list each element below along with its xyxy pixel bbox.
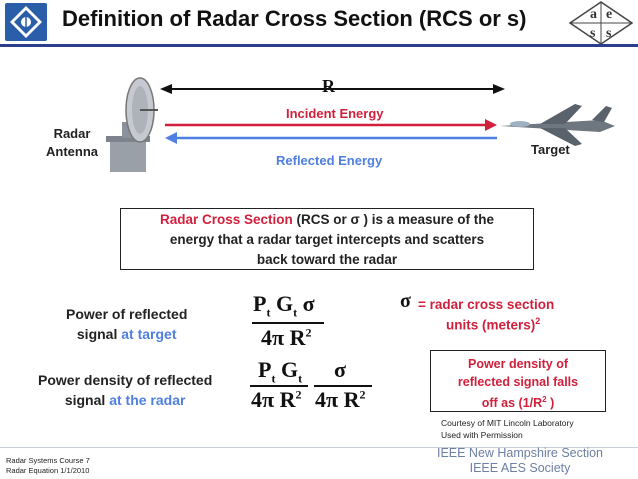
formula1-numerator: Pt Gt σ [253,291,315,320]
formula2-numerator-b: σ [334,357,346,382]
pd-line2: reflected signal falls [457,375,579,389]
f1-Pt-sub: t [266,305,271,320]
pd-line3-exp: 2 [542,395,547,404]
rcs-line1: Radar Cross Section (RCS or σ ) is a mea… [121,210,533,230]
f2-R-exp-a: 2 [295,387,302,402]
sigma-units-exp: 2 [535,316,541,326]
logo-letter-s2: s [606,26,612,41]
power-at-radar-highlight: at the radar [109,392,186,408]
footer-org-line2: IEEE AES Society [469,461,571,475]
sigma-def-line2: units (meters)2 [446,316,540,333]
rcs-line2: energy that a radar target intercepts an… [169,232,485,247]
f2-R-b: R [343,387,360,412]
sigma-units: units (meters) [446,317,536,333]
incident-energy-label: Incident Energy [286,106,384,121]
f1-P: P [253,291,267,316]
footer-rule [0,447,638,448]
formula2-fraction-line-a [250,385,308,387]
page-title: Definition of Radar Cross Section (RCS o… [62,6,527,31]
power-at-radar-line1: Power density of reflected [38,372,213,388]
rcs-definition-box: Radar Cross Section (RCS or σ ) is a mea… [120,208,534,270]
radar-label-line1: Radar [53,126,91,141]
f2-Pt-sub: t [271,371,276,386]
f1-sigma: σ [302,291,315,316]
courtesy-line1: Courtesy of MIT Lincoln Laboratory [441,418,574,428]
power-density-falloff-box: Power density of reflected signal falls … [430,350,606,412]
logo-letter-e: e [606,7,612,22]
f1-G: G [275,291,294,316]
footer-org-line1: IEEE New Hampshire Section [436,446,604,460]
target-aircraft-icon [500,104,615,146]
power-at-target-highlight: at target [121,326,177,342]
reflected-energy-label: Reflected Energy [276,153,383,168]
formula2-denominator-b: 4π R2 [315,387,365,413]
f2-R-exp-b: 2 [359,387,366,402]
ieee-logo [5,3,47,41]
reflected-energy-arrow [165,132,497,144]
radar-diagram [106,77,615,172]
f1-R-exp: 2 [305,325,312,340]
pd-line3-prefix: off as (1/R [481,396,543,411]
formula1-fraction-line [252,322,324,324]
sigma-symbol: σ [400,290,411,312]
power-at-radar-prefix: signal [64,392,110,408]
pd-line1: Power density of [467,357,569,371]
power-at-radar-line2: signal at the radar [38,390,212,410]
radar-antenna-icon [106,77,158,172]
power-at-radar-label: Power density of reflected signal at the… [38,370,212,410]
range-label: R [322,76,335,96]
f2-G: G [280,357,299,382]
f2-P: P [258,357,272,382]
aess-logo: a e s s [568,1,634,45]
f2-four-pi-b: 4π [315,387,339,412]
power-at-target-line2: signal at target [66,324,187,344]
rcs-term: Radar Cross Section [159,212,293,227]
pd-line3: off as (1/R2 ) [431,391,605,412]
formula2-numerator-a: Pt Gt [258,357,302,386]
sigma-def-line1: = radar cross section [418,297,555,312]
f2-four-pi-a: 4π [251,387,275,412]
incident-energy-arrow [165,119,497,131]
formula2-fraction-line-b [314,385,372,387]
logo-letter-s1: s [590,26,596,41]
pd-line3-suffix: ) [546,396,555,411]
f1-four-pi: 4π [261,325,285,350]
f1-Gt-sub: t [293,305,298,320]
f2-Gt-sub: t [298,371,303,386]
radar-antenna-label: Radar Antenna [40,125,104,161]
courtesy-line2: Used with Permission [441,430,523,440]
f2-R-a: R [279,387,296,412]
footer-course: Radar Systems Course 7 [6,456,90,465]
radar-label-line2: Antenna [46,144,98,159]
range-arrow [160,84,505,94]
f1-R: R [289,325,306,350]
logo-letter-a: a [590,7,597,22]
power-at-target-label: Power of reflected signal at target [66,304,187,344]
power-at-target-prefix: signal [76,326,122,342]
formula1-denominator: 4π R2 [261,325,311,351]
formula2-denominator-a: 4π R2 [251,387,301,413]
rcs-line1-rest: (RCS or σ ) is a measure of the [292,212,495,227]
target-label: Target [531,142,570,157]
footer-topic: Radar Equation 1/1/2010 [6,466,90,475]
rcs-line3: back toward the radar [256,252,398,267]
power-at-target-line1: Power of reflected [66,306,188,322]
title-rule [0,44,638,47]
